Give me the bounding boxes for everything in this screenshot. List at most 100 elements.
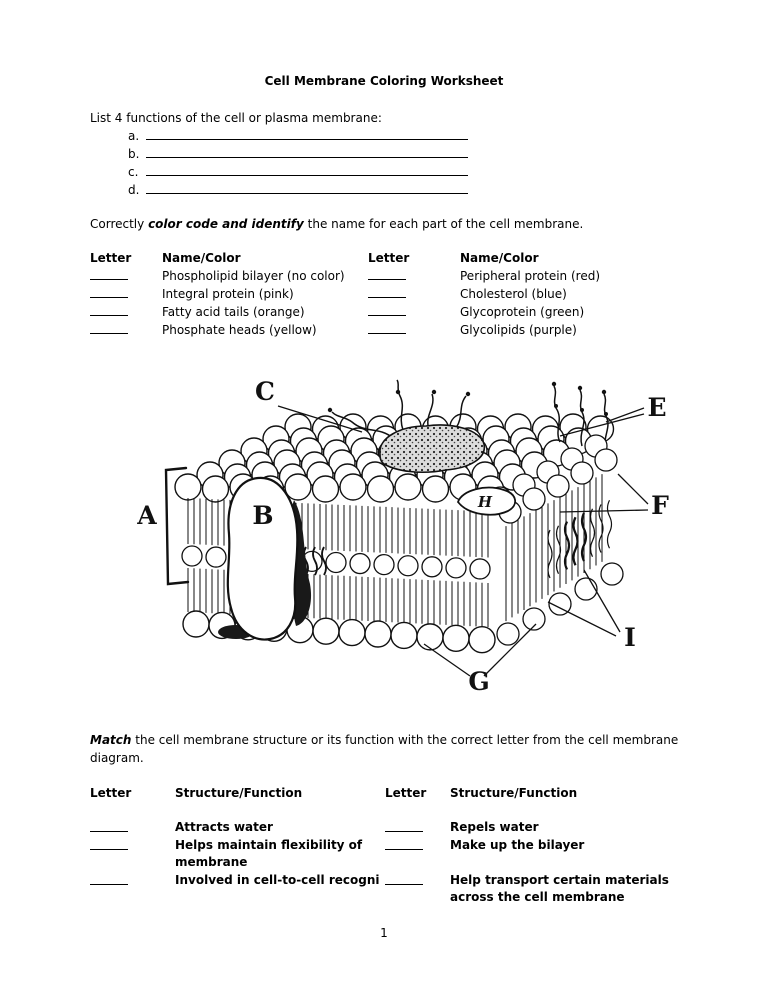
instruction-emphasis: color code and identify — [148, 217, 304, 231]
diagram-label-e: E — [647, 393, 666, 422]
diagram-label-c: C — [255, 377, 275, 406]
match-instruction: Match the cell membrane structure or its… — [90, 731, 710, 767]
glycoprotein-blob — [379, 424, 486, 474]
structure-function: Attracts water — [175, 820, 273, 834]
column-header-name: Name/Color — [162, 251, 241, 265]
function-line-c: c. — [128, 163, 468, 181]
label-line-f — [617, 473, 649, 505]
page-number: 1 — [380, 926, 388, 940]
membrane-diagram: A B C E F G H I — [108, 372, 678, 712]
diagram-labels: A B C E F G H I — [136, 377, 669, 696]
column-header-letter: Letter — [90, 786, 132, 800]
label-line-g — [483, 623, 537, 677]
function-letter: c. — [128, 165, 139, 179]
column-header-structure: Structure/Function — [175, 786, 303, 800]
letter-blank-cell — [90, 321, 162, 339]
function-line-b: b. — [128, 145, 468, 163]
answer-blank — [385, 872, 423, 885]
letter-blank-cell — [385, 837, 450, 872]
letter-blank-cell — [368, 321, 460, 339]
instruction-emphasis: Match — [90, 733, 132, 747]
letter-blank-cell — [90, 837, 175, 872]
answer-blank — [385, 819, 423, 832]
column-header-letter: Letter — [368, 251, 410, 265]
answer-blank — [146, 163, 468, 176]
label-line-e — [605, 407, 645, 423]
match-table-body: Attracts water Repels water Helps mainta… — [90, 819, 690, 907]
functions-prompt: List 4 functions of the cell or plasma m… — [90, 111, 382, 125]
answer-blank — [146, 145, 468, 158]
function-letter: a. — [128, 129, 140, 143]
structure-function: Make up the bilayer — [450, 838, 585, 852]
letter-blank-cell — [368, 267, 460, 285]
letter-blank-cell — [385, 872, 450, 907]
answer-blank — [368, 267, 406, 280]
letter-blank-cell — [368, 303, 460, 321]
answer-blank — [368, 303, 406, 316]
function-line-d: d. — [128, 181, 468, 199]
membrane-part-name: Glycolipids (purple) — [460, 323, 577, 337]
membrane-part-name: Integral protein (pink) — [162, 287, 294, 301]
membrane-part-name: Fatty acid tails (orange) — [162, 305, 305, 319]
answer-blank — [90, 872, 128, 885]
label-line-f — [559, 509, 649, 513]
answer-blank — [146, 181, 468, 194]
diagram-label-g: G — [468, 667, 489, 696]
match-table: Letter Structure/Function Letter Structu… — [90, 785, 690, 907]
column-header-structure: Structure/Function — [450, 786, 578, 800]
carbohydrate-chains-left — [327, 379, 471, 439]
structure-function: Repels water — [450, 820, 539, 834]
color-code-table-grid: Letter Name/Color Letter Name/Color Phos… — [90, 249, 680, 339]
label-line-i — [583, 569, 621, 633]
structure-function: Helps maintain flexibility of membrane — [175, 838, 363, 869]
function-letter: d. — [128, 183, 140, 197]
colorcode-instruction: Correctly color code and identify the na… — [90, 215, 710, 233]
letter-blank-cell — [90, 303, 162, 321]
membrane-part-name: Glycoprotein (green) — [460, 305, 585, 319]
diagram-label-a: A — [136, 501, 157, 530]
function-letter: b. — [128, 147, 140, 161]
label-line-g — [423, 643, 471, 677]
answer-blank — [90, 321, 128, 334]
integral-protein-blob — [226, 476, 299, 641]
diagram-label-i: I — [624, 623, 636, 652]
diagram-label-f: F — [651, 491, 669, 520]
answer-blank — [368, 321, 406, 334]
cholesterol-blob — [456, 486, 516, 516]
label-line-i — [547, 601, 617, 637]
structure-function: Help transport certain materials across … — [450, 873, 669, 904]
letter-blank-cell — [90, 267, 162, 285]
page-title: Cell Membrane Coloring Worksheet — [264, 74, 504, 88]
column-header-name: Name/Color — [460, 251, 539, 265]
functions-section: List 4 functions of the cell or plasma m… — [90, 109, 468, 199]
letter-blank-cell — [368, 285, 460, 303]
label-line-e — [559, 413, 645, 437]
wavy-tails-right-face — [547, 499, 613, 579]
answer-blank — [90, 267, 128, 280]
function-line-a: a. — [128, 127, 468, 145]
column-header-letter: Letter — [90, 251, 132, 265]
structure-function: Involved in cell-to-cell recogni — [175, 873, 380, 887]
instruction-text: Correctly — [90, 217, 149, 231]
label-line-c — [277, 405, 363, 433]
membrane-part-name: Peripheral protein (red) — [460, 269, 601, 283]
answer-blank — [146, 127, 468, 140]
answer-blank — [90, 303, 128, 316]
match-table-header: Letter Structure/Function Letter Structu… — [90, 785, 690, 802]
carbohydrate-chains-right — [551, 381, 609, 451]
membrane-illustration: A B C E F G H I — [136, 377, 669, 696]
bracket-a — [164, 466, 190, 586]
diagram-label-b: B — [252, 501, 273, 530]
letter-blank-cell — [90, 819, 175, 837]
answer-blank — [368, 285, 406, 298]
color-code-table: Letter Name/Color Letter Name/Color Phos… — [90, 249, 680, 339]
column-header-letter: Letter — [385, 786, 427, 800]
letter-blank-cell — [90, 285, 162, 303]
diagram-label-h: H — [477, 493, 493, 511]
letter-blank-cell — [90, 872, 175, 907]
membrane-part-name: Phosphate heads (yellow) — [162, 323, 317, 337]
instruction-text: the name for each part of the cell membr… — [303, 217, 584, 231]
membrane-part-name: Cholesterol (blue) — [460, 287, 567, 301]
phosphate-heads-right-top — [488, 434, 618, 524]
